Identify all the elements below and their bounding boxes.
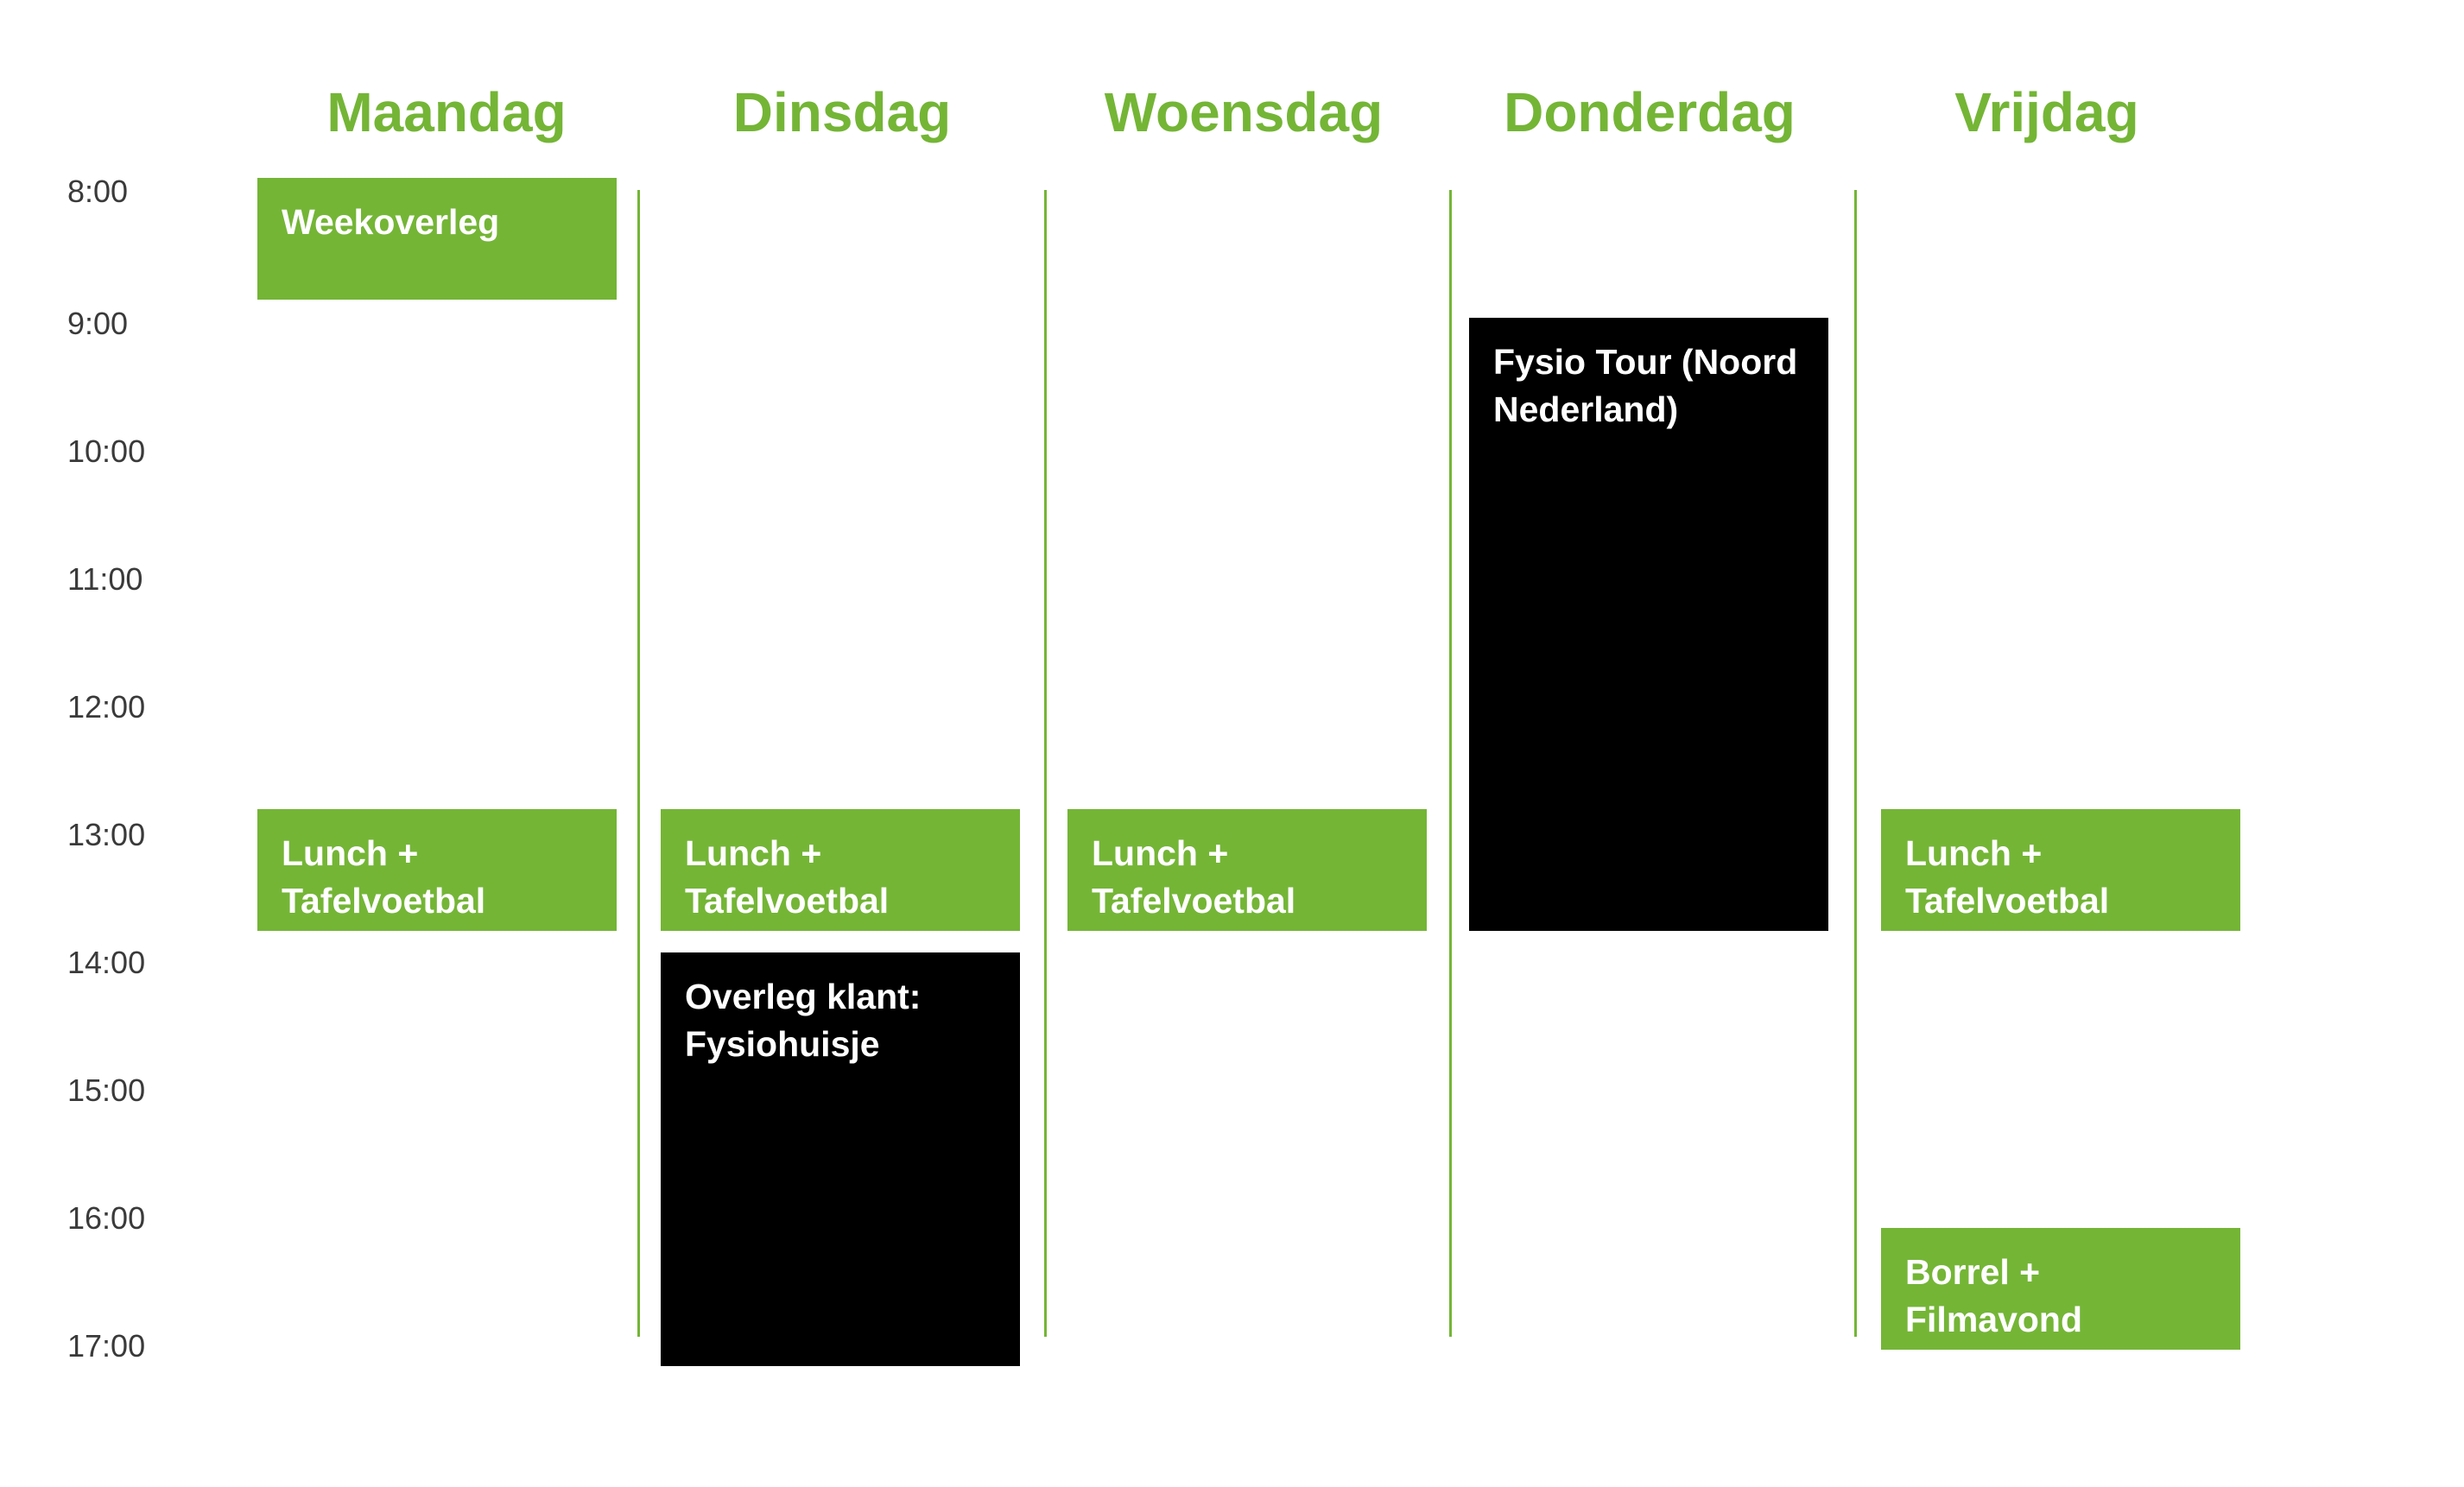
- time-label-1700: 17:00: [67, 1328, 146, 1364]
- column-divider: [637, 190, 640, 1337]
- time-label-1400: 14:00: [67, 945, 146, 980]
- event-maandag-lunch-tafelvoetbal[interactable]: Lunch + Tafelvoetbal: [257, 809, 617, 931]
- time-label-1200: 12:00: [67, 689, 146, 725]
- day-header-maandag: Maandag: [326, 81, 567, 143]
- time-label-1000: 10:00: [67, 433, 146, 469]
- event-title: Lunch + Tafelvoetbal: [282, 833, 486, 921]
- time-label-0800: 8:00: [67, 174, 129, 209]
- event-title: Overleg klant: Fysiohuisje: [685, 977, 922, 1064]
- time-label-1100: 11:00: [67, 561, 143, 597]
- event-title: Borrel + Filmavond: [1905, 1252, 2083, 1339]
- event-vrijdag-borrel-filmavond[interactable]: Borrel + Filmavond: [1881, 1228, 2240, 1350]
- day-header-woensdag: Woensdag: [1104, 81, 1384, 143]
- event-title: Lunch + Tafelvoetbal: [1092, 833, 1296, 921]
- event-vrijdag-lunch-tafelvoetbal[interactable]: Lunch + Tafelvoetbal: [1881, 809, 2240, 931]
- event-title: Lunch + Tafelvoetbal: [1905, 833, 2110, 921]
- event-maandag-weekoverleg[interactable]: Weekoverleg: [257, 178, 617, 300]
- event-woensdag-lunch-tafelvoetbal[interactable]: Lunch + Tafelvoetbal: [1067, 809, 1427, 931]
- event-dinsdag-lunch-tafelvoetbal[interactable]: Lunch + Tafelvoetbal: [661, 809, 1020, 931]
- column-divider: [1044, 190, 1047, 1337]
- day-header-vrijdag: Vrijdag: [1954, 81, 2139, 143]
- event-title: Lunch + Tafelvoetbal: [685, 833, 890, 921]
- column-divider: [1854, 190, 1857, 1337]
- column-divider: [1449, 190, 1452, 1337]
- day-header-dinsdag: Dinsdag: [732, 81, 952, 143]
- time-label-1500: 15:00: [67, 1073, 146, 1108]
- day-header-donderdag: Donderdag: [1504, 81, 1796, 143]
- event-donderdag-fysio-tour[interactable]: Fysio Tour (Noord Nederland): [1469, 318, 1828, 931]
- event-dinsdag-overleg-klant[interactable]: Overleg klant: Fysiohuisje: [661, 952, 1020, 1366]
- time-label-1600: 16:00: [67, 1200, 146, 1236]
- event-title: Fysio Tour (Noord Nederland): [1493, 342, 1798, 429]
- event-title: Weekoverleg: [282, 202, 500, 242]
- time-label-1300: 13:00: [67, 817, 146, 852]
- time-label-0900: 9:00: [67, 306, 129, 341]
